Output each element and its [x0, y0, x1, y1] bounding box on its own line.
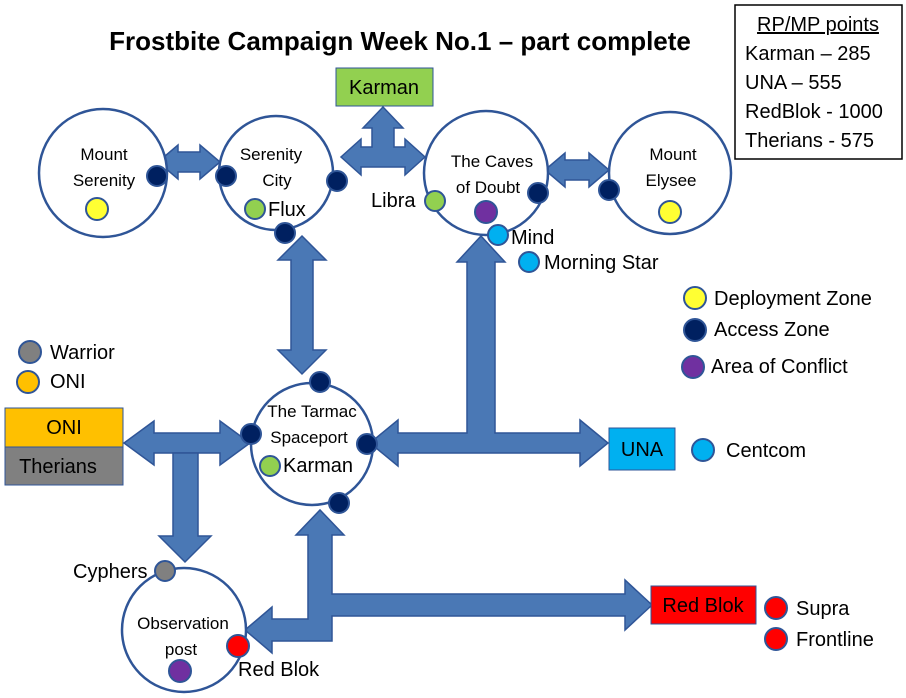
access-zone	[309, 371, 331, 393]
legend: Deployment Zone Access Zone Area of Conf…	[681, 286, 872, 379]
legend-deployment-label: Deployment Zone	[714, 288, 872, 310]
unit-marker-supra	[764, 596, 788, 620]
unit-marker-frontline	[764, 627, 788, 651]
deployment-zone-mount-elysee	[658, 200, 682, 224]
legend-conflict-label: Area of Conflict	[711, 356, 848, 378]
unit-label-libra: Libra	[371, 190, 416, 212]
label-tarmac-1: The Tarmac	[267, 402, 357, 421]
points-row-karman: Karman – 285	[745, 43, 871, 65]
arrow-tarmac-una-caves	[368, 234, 610, 468]
deployment-zone-mount-serenity	[85, 197, 109, 221]
unit-label-frontline: Frontline	[796, 629, 874, 651]
unit-marker-oni	[16, 370, 40, 394]
plaque-therians-label: Therians	[19, 456, 97, 478]
access-zone	[326, 170, 348, 192]
label-mount-elysee-1: Mount	[649, 145, 697, 164]
legend-access-swatch	[683, 318, 707, 342]
unit-marker-flux	[244, 198, 266, 220]
unit-label-karman: Karman	[283, 455, 353, 477]
label-observation-1: Observation	[137, 614, 229, 633]
legend-conflict-swatch	[681, 355, 705, 379]
access-zone	[215, 165, 237, 187]
access-zone	[356, 433, 378, 455]
unit-label-centcom: Centcom	[726, 440, 806, 462]
node-labels: Mount Serenity Serenity City The Caves o…	[73, 145, 697, 659]
unit-label-oni: ONI	[50, 371, 86, 393]
legend-deployment-swatch	[683, 286, 707, 310]
points-box: RP/MP points Karman – 285 UNA – 555 RedB…	[734, 4, 903, 160]
plaque-red-blok-label: Red Blok	[662, 595, 744, 617]
label-observation-2: post	[165, 640, 197, 659]
arrow-karman-junction	[339, 105, 427, 177]
map-title: Frostbite Campaign Week No.1 – part comp…	[109, 26, 691, 56]
node-caves-of-doubt	[422, 109, 550, 237]
label-serenity-city-1: Serenity	[240, 145, 303, 164]
conflict-area-caves	[474, 200, 498, 224]
plaque-karman	[335, 67, 434, 107]
access-zone	[274, 222, 296, 244]
zone-markers	[85, 165, 682, 683]
unit-label-warrior: Warrior	[50, 342, 115, 364]
points-heading: RP/MP points	[757, 14, 879, 36]
arrow-city-tarmac	[276, 234, 328, 376]
unit-marker-mind	[487, 224, 509, 246]
faction-plaques: Karman UNA ONI Therians Red Blok	[4, 67, 757, 625]
label-mount-serenity-2: Serenity	[73, 171, 136, 190]
access-zone	[240, 423, 262, 445]
unit-marker-cyphers	[154, 560, 176, 582]
unit-marker-centcom	[691, 438, 715, 462]
unit-label-mind: Mind	[511, 227, 554, 249]
plaque-therians	[4, 446, 124, 486]
route-arrows	[122, 105, 654, 655]
plaque-karman-label: Karman	[349, 77, 419, 99]
unit-marker-libra	[424, 190, 446, 212]
access-zone	[146, 165, 168, 187]
access-zone	[328, 492, 350, 514]
plaque-oni	[4, 407, 124, 448]
label-mount-elysee-2: Elysee	[645, 171, 696, 190]
unit-markers: Flux Libra Mind Morning Star Karman Cent…	[16, 190, 874, 681]
plaque-oni-label: ONI	[46, 417, 82, 439]
arrow-elysee-link	[543, 151, 611, 189]
unit-label-supra: Supra	[796, 598, 850, 620]
conflict-area-observation	[168, 659, 192, 683]
plaque-una-label: UNA	[621, 439, 664, 461]
label-mount-serenity-1: Mount	[80, 145, 128, 164]
unit-label-cyphers: Cyphers	[73, 561, 147, 583]
legend-access-label: Access Zone	[714, 319, 830, 341]
node-mount-elysee	[607, 110, 733, 236]
unit-label-red-blok: Red Blok	[238, 659, 320, 681]
node-observation-post	[120, 566, 248, 694]
arrow-redblok-network	[243, 508, 654, 655]
label-caves-2: of Doubt	[456, 178, 521, 197]
label-tarmac-2: Spaceport	[270, 428, 348, 447]
points-row-therians: Therians - 575	[745, 130, 874, 152]
unit-marker-warrior	[18, 340, 42, 364]
unit-marker-red-blok	[226, 634, 250, 658]
plaque-una	[608, 427, 676, 471]
unit-label-flux: Flux	[268, 199, 306, 221]
label-serenity-city-2: City	[262, 171, 292, 190]
unit-label-morning-star: Morning Star	[544, 252, 659, 274]
access-zone	[527, 182, 549, 204]
plaque-red-blok	[650, 585, 757, 625]
points-row-redblok: RedBlok - 1000	[745, 101, 883, 123]
arrow-to-observation	[157, 452, 213, 564]
access-zone	[598, 179, 620, 201]
label-caves-1: The Caves	[451, 152, 533, 171]
points-row-una: UNA – 555	[745, 72, 842, 94]
unit-marker-karman	[259, 455, 281, 477]
unit-marker-morning-star	[518, 251, 540, 273]
